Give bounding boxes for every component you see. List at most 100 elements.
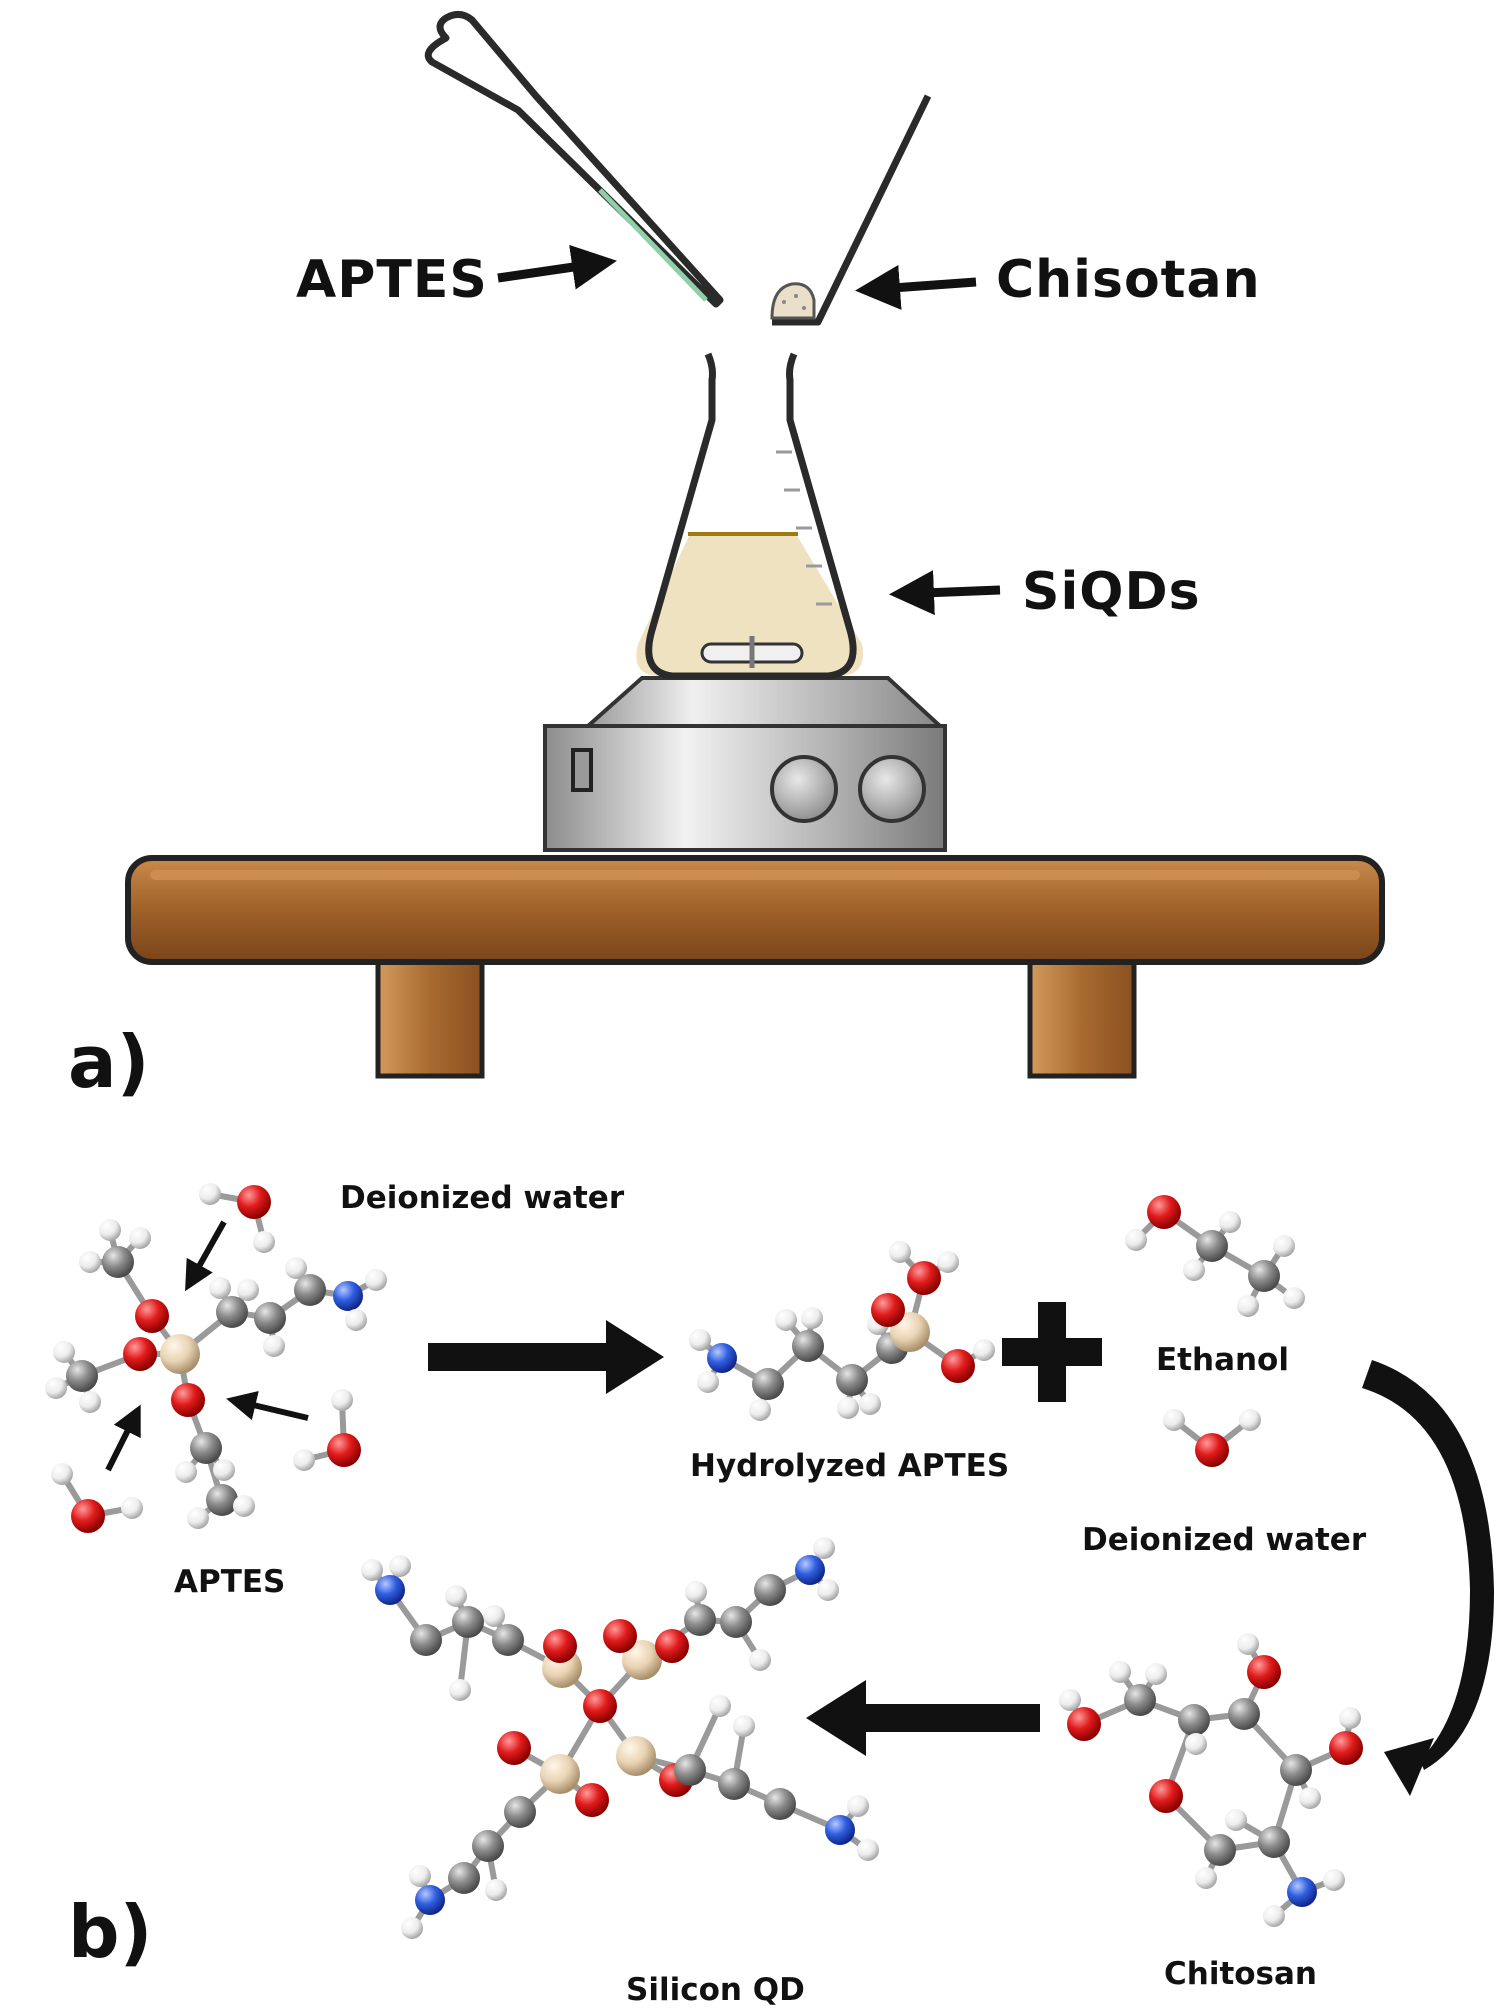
hydrogen-atom (237, 1279, 259, 1301)
carbon-atom (254, 1302, 286, 1334)
hydrogen-atom (263, 1335, 285, 1357)
oxygen-atom (237, 1185, 271, 1219)
hydrogen-atom (733, 1715, 755, 1737)
dropper (424, 11, 724, 308)
carbon-atom (1178, 1704, 1210, 1736)
label-ethanol: Ethanol (1156, 1342, 1289, 1378)
hydrogen-atom (365, 1269, 387, 1291)
hydrogen-atom (697, 1371, 719, 1393)
carbon-atom (752, 1368, 784, 1400)
nitrogen-atom (375, 1575, 405, 1605)
magnetic-stirrer (543, 676, 947, 852)
hydrogen-atom (859, 1393, 881, 1415)
oxygen-atom (1067, 1707, 1101, 1741)
hydrogen-atom (1163, 1409, 1185, 1431)
silicon-atom (616, 1736, 656, 1776)
label-aptes: APTES (296, 250, 488, 310)
hydrogen-atom (937, 1251, 959, 1273)
carbon-atom (1280, 1754, 1312, 1786)
molecule-water (1163, 1409, 1261, 1467)
carbon-atom (674, 1754, 706, 1786)
hydrogen-atom (45, 1377, 67, 1399)
molecule-silicon-qd (361, 1537, 879, 1939)
molecule-chitosan (1059, 1633, 1363, 1927)
hydrogen-atom (689, 1329, 711, 1351)
hydrogen-atom (331, 1389, 353, 1411)
hydrogen-atom (51, 1463, 73, 1485)
nitrogen-atom (825, 1815, 855, 1845)
carbon-atom (836, 1364, 868, 1396)
hydrogen-atom (1273, 1235, 1295, 1257)
hydrogen-atom (293, 1449, 315, 1471)
carbon-atom (504, 1796, 536, 1828)
hydrogen-atom (685, 1581, 707, 1603)
oxygen-atom (1329, 1731, 1363, 1765)
hydrogen-atom (1183, 1259, 1205, 1281)
molecule-ethanol (1125, 1195, 1305, 1317)
label-siqds: SiQDs (1022, 562, 1201, 622)
hydrogen-atom (79, 1251, 101, 1273)
hydrogen-atom (345, 1309, 367, 1331)
label-aptes-molecule: APTES (174, 1564, 286, 1600)
arrow-siqds (889, 570, 1001, 616)
carbon-atom (1124, 1684, 1156, 1716)
carbon-atom (206, 1484, 238, 1516)
erlenmeyer-flask (636, 352, 863, 680)
carbon-atom (216, 1296, 248, 1328)
nitrogen-atom (333, 1281, 363, 1311)
hydrogen-atom (1125, 1229, 1147, 1251)
oxygen-atom (1247, 1655, 1281, 1689)
carbon-atom (66, 1360, 98, 1392)
hydrogen-atom (837, 1397, 859, 1419)
carbon-atom (1248, 1260, 1280, 1292)
chitosan-powder (770, 282, 816, 320)
carbon-atom (492, 1624, 524, 1656)
oxygen-atom (583, 1689, 617, 1723)
oxygen-atom (941, 1349, 975, 1383)
oxygen-atom (497, 1731, 531, 1765)
hydrogen-atom (233, 1495, 255, 1517)
carbon-atom (294, 1274, 326, 1306)
spatula-outline (772, 94, 932, 326)
panel-label-a: a) (68, 1020, 150, 1104)
carbon-atom (764, 1788, 796, 1820)
carbon-atom (410, 1624, 442, 1656)
hydrogen-atom (285, 1257, 307, 1279)
arrow-chitosan (855, 264, 977, 310)
oxygen-atom (71, 1499, 105, 1533)
hydrogen-atom (361, 1559, 383, 1581)
nitrogen-atom (707, 1343, 737, 1373)
hydrogen-atom (1323, 1869, 1345, 1891)
hydrogen-atom (409, 1865, 431, 1887)
table-leg-right (1027, 955, 1137, 1079)
carbon-atom (190, 1432, 222, 1464)
hydrogen-atom (749, 1649, 771, 1671)
carbon-atom (472, 1830, 504, 1862)
hydrogen-atom (1263, 1905, 1285, 1927)
stirrer-knob-right (858, 755, 926, 823)
hydrogen-atom (1145, 1663, 1167, 1685)
carbon-atom (792, 1330, 824, 1362)
hydrogen-atom (199, 1183, 221, 1205)
stir-bar (700, 636, 804, 668)
carbon-atom (448, 1862, 480, 1894)
hydrogen-atom (253, 1231, 275, 1253)
hydrogen-atom (1339, 1707, 1361, 1729)
molecule-aptes (45, 1183, 387, 1533)
hydrogen-atom (709, 1695, 731, 1717)
hydrogen-atom (209, 1277, 231, 1299)
panel-label-b: b) (68, 1890, 153, 1974)
silicon-atom (622, 1640, 662, 1680)
carbon-atom (718, 1768, 750, 1800)
carbon-atom (1204, 1834, 1236, 1866)
carbon-atom (1196, 1230, 1228, 1262)
label-deionized-water-right: Deionized water (1082, 1522, 1367, 1558)
hydrogen-atom (775, 1309, 797, 1331)
hydrogen-atom (99, 1219, 121, 1241)
carbon-atom (1258, 1826, 1290, 1858)
hydrogen-atom (175, 1461, 197, 1483)
oxygen-atom (907, 1261, 941, 1295)
molecule-hydrolyzed-aptes (689, 1241, 995, 1421)
hydrogen-atom (973, 1339, 995, 1361)
